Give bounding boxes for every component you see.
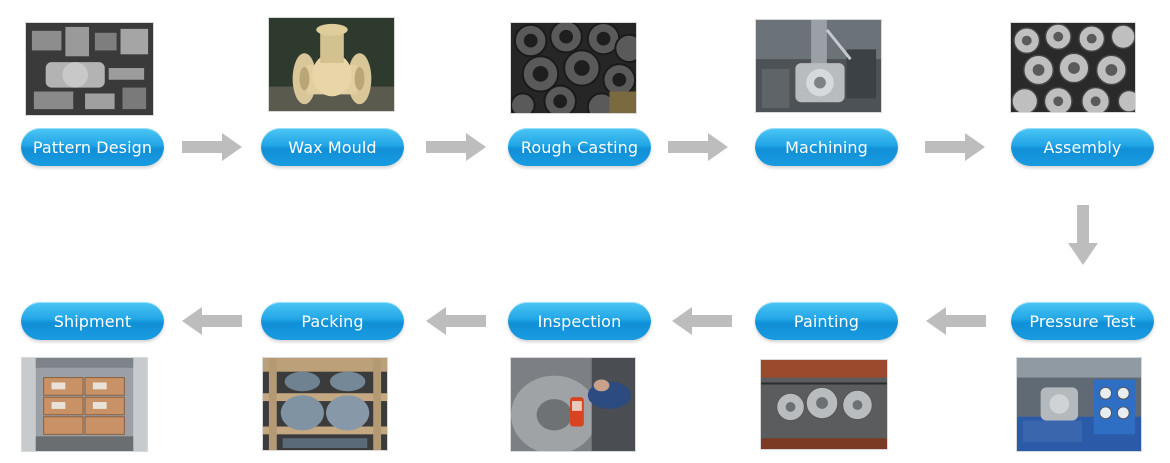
arrow-right-icon (668, 133, 728, 161)
step-packing-label: Packing (301, 311, 364, 331)
assembly-photo (1010, 22, 1136, 113)
step-inspection[interactable]: Inspection (508, 302, 651, 340)
arrow-down-icon (1068, 205, 1098, 265)
machining-photo (755, 19, 882, 113)
arrow-left-icon (182, 307, 242, 335)
step-rough-casting[interactable]: Rough Casting (508, 128, 651, 166)
step-pattern-design[interactable]: Pattern Design (21, 128, 164, 166)
step-pressure-test[interactable]: Pressure Test (1011, 302, 1154, 340)
step-shipment[interactable]: Shipment (21, 302, 164, 340)
arrow-right-icon (182, 133, 242, 161)
step-pressure-test-label: Pressure Test (1029, 311, 1136, 331)
step-wax-mould[interactable]: Wax Mould (261, 128, 404, 166)
inspection-photo (510, 357, 636, 452)
step-painting[interactable]: Painting (755, 302, 898, 340)
arrow-left-icon (672, 307, 732, 335)
step-assembly-label: Assembly (1043, 137, 1122, 157)
pattern-design-photo (25, 22, 154, 116)
step-assembly[interactable]: Assembly (1011, 128, 1154, 166)
step-machining[interactable]: Machining (755, 128, 898, 166)
step-wax-mould-label: Wax Mould (288, 137, 377, 157)
rough-casting-photo (510, 22, 637, 114)
step-shipment-label: Shipment (53, 311, 132, 331)
step-pattern-design-label: Pattern Design (32, 137, 153, 157)
painting-photo (760, 359, 888, 450)
step-rough-casting-label: Rough Casting (520, 137, 639, 157)
step-machining-label: Machining (785, 137, 868, 157)
arrow-right-icon (925, 133, 985, 161)
wax-mould-photo (268, 17, 395, 112)
arrow-right-icon (426, 133, 486, 161)
packing-photo (262, 357, 388, 451)
shipment-photo (21, 357, 148, 452)
pressure-test-photo (1016, 357, 1142, 452)
step-painting-label: Painting (793, 311, 860, 331)
step-packing[interactable]: Packing (261, 302, 404, 340)
arrow-left-icon (926, 307, 986, 335)
arrow-left-icon (426, 307, 486, 335)
step-inspection-label: Inspection (537, 311, 622, 331)
